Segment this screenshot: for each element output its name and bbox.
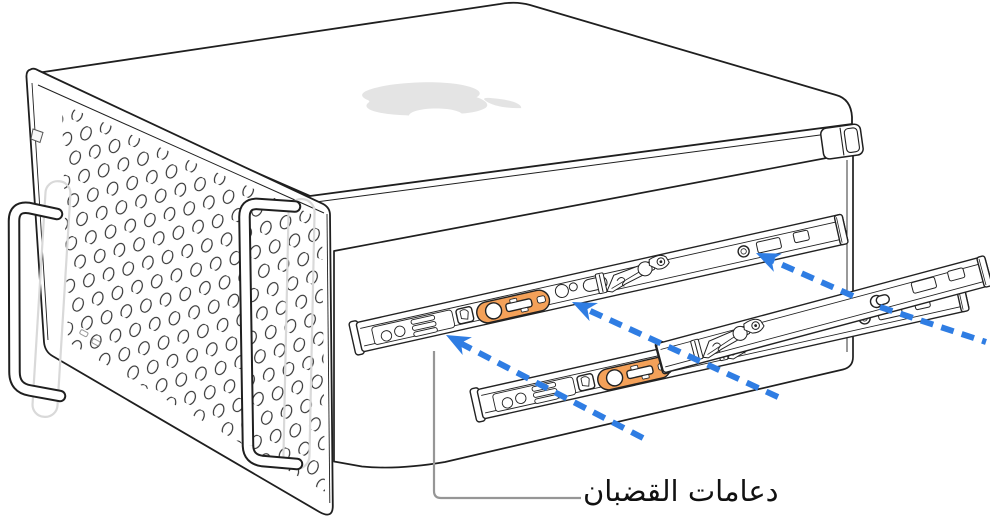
rack-latch [820, 123, 864, 160]
handle-left [7, 201, 67, 403]
handle-mount-slot [30, 128, 44, 144]
handle-right [238, 197, 304, 471]
install-arrow-dashes [458, 256, 987, 441]
apple-logo-icon [362, 82, 522, 116]
dashed-install-arrow-icon [458, 340, 645, 441]
keyhole-slot [869, 294, 890, 309]
rail-outer-channel [654, 255, 990, 375]
chassis-top-face [29, 1, 853, 203]
caption-rail-supports: دعامات القضبان [583, 474, 779, 508]
dashed-install-arrow-icon [767, 256, 855, 299]
slide-direction-dash-icon [879, 304, 987, 345]
callout-line [432, 351, 581, 500]
dashed-install-arrow-icon [584, 306, 780, 400]
panel-screw-marks [79, 329, 101, 347]
